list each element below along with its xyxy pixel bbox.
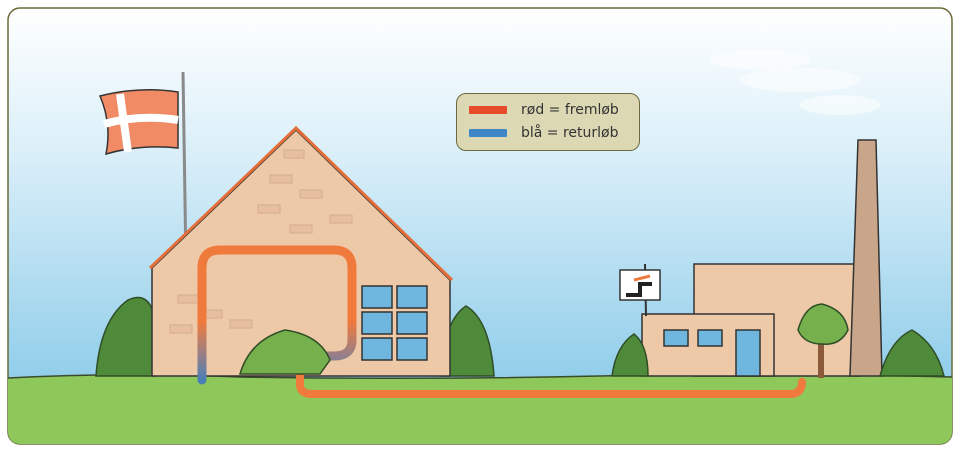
legend-item-return: blå = returløb (469, 125, 619, 141)
legend-swatch-blue (469, 129, 507, 137)
danish-flag-icon (100, 90, 178, 154)
plant-door (736, 330, 760, 376)
legend-swatch-red (469, 106, 507, 114)
legend-label-supply: rød = fremløb (521, 102, 619, 118)
district-heating-logo-icon (620, 270, 660, 300)
plant-window (664, 330, 688, 346)
pipe-legend: rød = fremløb blå = returløb (456, 93, 640, 151)
plant-window (698, 330, 722, 346)
legend-item-supply: rød = fremløb (469, 102, 619, 118)
grass-ground (8, 374, 952, 452)
legend-label-return: blå = returløb (521, 125, 619, 141)
